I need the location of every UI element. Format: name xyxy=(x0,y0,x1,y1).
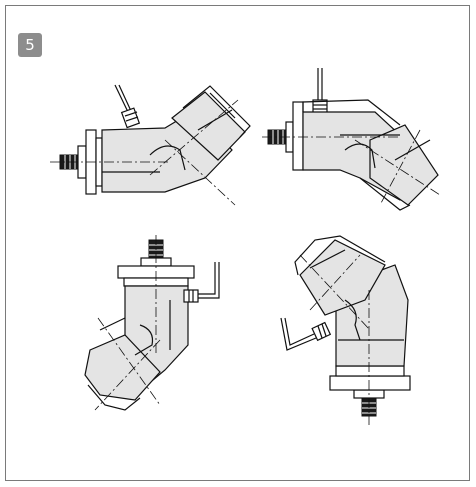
cable-gland xyxy=(183,289,199,303)
motor-view-bottom-left xyxy=(84,235,220,411)
cable-gland xyxy=(311,321,332,342)
motor-view-bottom-right xyxy=(280,235,411,425)
step-number-badge: 5 xyxy=(18,33,42,57)
motor-view-top-left xyxy=(50,84,251,206)
motor-view-top-right xyxy=(262,68,441,211)
cable-line xyxy=(198,262,216,295)
cable-line xyxy=(114,84,129,113)
cable-line xyxy=(284,317,315,346)
motor-head xyxy=(369,124,439,206)
figure-frame xyxy=(5,5,470,481)
motor-head xyxy=(299,239,386,316)
motor-head xyxy=(84,334,161,401)
